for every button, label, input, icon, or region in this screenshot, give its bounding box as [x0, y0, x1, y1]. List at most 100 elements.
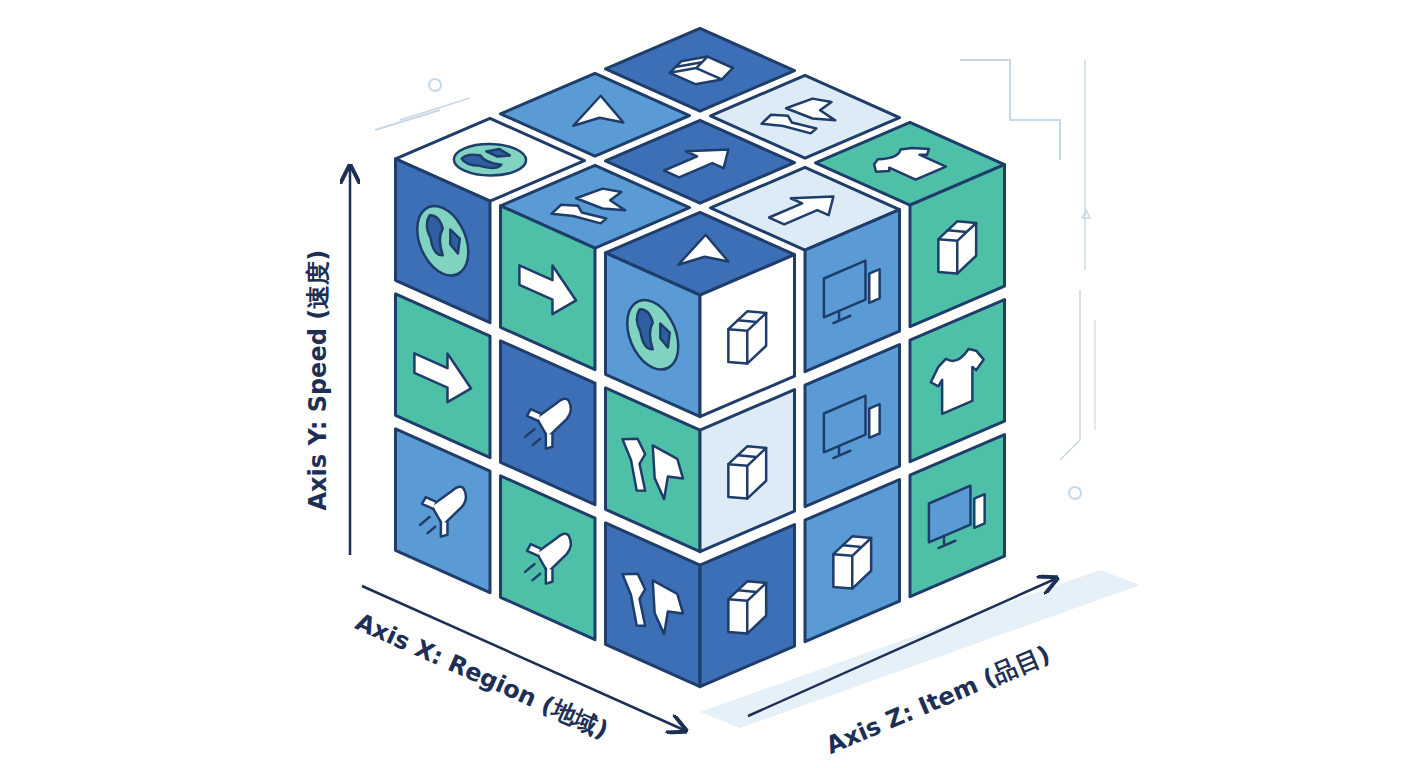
- cube-face: [606, 253, 701, 417]
- icon-stroke: [552, 96, 642, 135]
- cubelet: [910, 435, 1005, 597]
- cube-face: [700, 255, 795, 417]
- arrow-icon: [414, 339, 471, 413]
- icon-stroke: [420, 513, 435, 537]
- icon-stroke: [938, 213, 976, 281]
- icon-stroke: [929, 486, 971, 543]
- map-icon: [623, 432, 683, 511]
- cube-face: [805, 480, 900, 642]
- background-decoration: [375, 60, 1140, 728]
- cube-face: [910, 165, 1005, 327]
- decor-line: [1060, 290, 1080, 460]
- map-icon: [756, 95, 857, 139]
- icon-stroke: [728, 438, 766, 506]
- icon-stroke: [458, 145, 519, 172]
- cube: [396, 28, 1005, 686]
- globe-icon: [627, 291, 678, 379]
- icon-stroke: [422, 495, 448, 539]
- shirt-icon: [863, 143, 958, 184]
- cube-face: [805, 345, 900, 507]
- icon-stroke: [414, 339, 471, 413]
- arrow-icon: [653, 141, 748, 182]
- icon-stroke: [824, 261, 866, 318]
- icon-stroke: [662, 53, 740, 87]
- cube-face: [700, 525, 795, 687]
- icon-stroke: [728, 303, 766, 371]
- icon-stroke: [527, 542, 553, 586]
- decor-line: [375, 110, 440, 130]
- cube-face: [805, 210, 900, 372]
- cubelet: [396, 294, 491, 458]
- icon-stroke: [439, 137, 541, 182]
- box-icon: [728, 573, 766, 641]
- decor-circle: [1069, 487, 1081, 499]
- decor-line: [400, 98, 470, 120]
- cubelet: [501, 341, 596, 505]
- icon-stroke: [653, 141, 748, 182]
- icon-stroke: [546, 185, 647, 229]
- icon-stroke: [417, 197, 468, 285]
- icon-stroke: [623, 567, 683, 646]
- cubelet: [805, 345, 900, 507]
- icon-stroke: [833, 441, 850, 458]
- icon-stroke: [427, 213, 460, 264]
- icon-stroke: [637, 307, 670, 358]
- cube-face: [396, 429, 491, 593]
- cube-face: [910, 300, 1005, 462]
- cube-face: [700, 390, 795, 552]
- box-icon: [938, 213, 976, 281]
- icon-stroke: [728, 308, 766, 372]
- plane-icon: [552, 96, 642, 135]
- box-icon: [833, 528, 871, 596]
- box-icon: [728, 303, 766, 371]
- cube-face: [910, 435, 1005, 597]
- cube-face: [501, 206, 596, 370]
- icon-stroke: [833, 533, 871, 597]
- rocket-icon: [525, 381, 571, 463]
- decor-line: [960, 60, 1060, 160]
- decor-line: [1094, 320, 1095, 430]
- cubelet: [805, 480, 900, 642]
- monitor-icon: [824, 390, 880, 462]
- icon-stroke: [758, 188, 853, 229]
- icon-stroke: [527, 407, 553, 451]
- decor-triangle: [1082, 210, 1090, 218]
- monitor-icon: [824, 255, 880, 327]
- cubelet: [606, 212, 795, 416]
- cubelet: [396, 429, 491, 593]
- cube-face: [501, 476, 596, 640]
- globe-icon: [417, 197, 468, 285]
- icon-stroke: [519, 251, 576, 325]
- cube-face: [606, 523, 701, 687]
- decor-circle: [429, 79, 441, 91]
- cube-face: [396, 294, 491, 458]
- rocket-icon: [525, 516, 571, 598]
- box-icon: [662, 53, 740, 87]
- monitor-icon: [929, 480, 985, 552]
- map-icon: [546, 185, 647, 229]
- icon-stroke: [869, 269, 879, 303]
- arrow-icon: [519, 251, 576, 325]
- plane-icon: [657, 235, 747, 274]
- icon-stroke: [833, 528, 871, 596]
- icon-stroke: [525, 560, 540, 584]
- arrow-icon: [758, 188, 853, 229]
- cubelet: [910, 300, 1005, 462]
- cube-face: [396, 159, 491, 323]
- icon-stroke: [666, 55, 741, 88]
- icon-stroke: [728, 573, 766, 641]
- icon-stroke: [525, 425, 540, 449]
- axis-label: Axis Y: Speed (速度): [305, 250, 331, 511]
- icon-stroke: [728, 443, 766, 507]
- decor-line: [1084, 60, 1086, 270]
- icon-stroke: [824, 396, 866, 453]
- shirt-icon: [931, 343, 984, 419]
- cube-face: [606, 388, 701, 552]
- icon-stroke: [974, 494, 984, 528]
- icon-stroke: [756, 95, 857, 139]
- icon-stroke: [869, 404, 879, 438]
- icon-stroke: [657, 235, 747, 274]
- axis-arrow: [349, 168, 352, 555]
- cubelet: [501, 476, 596, 640]
